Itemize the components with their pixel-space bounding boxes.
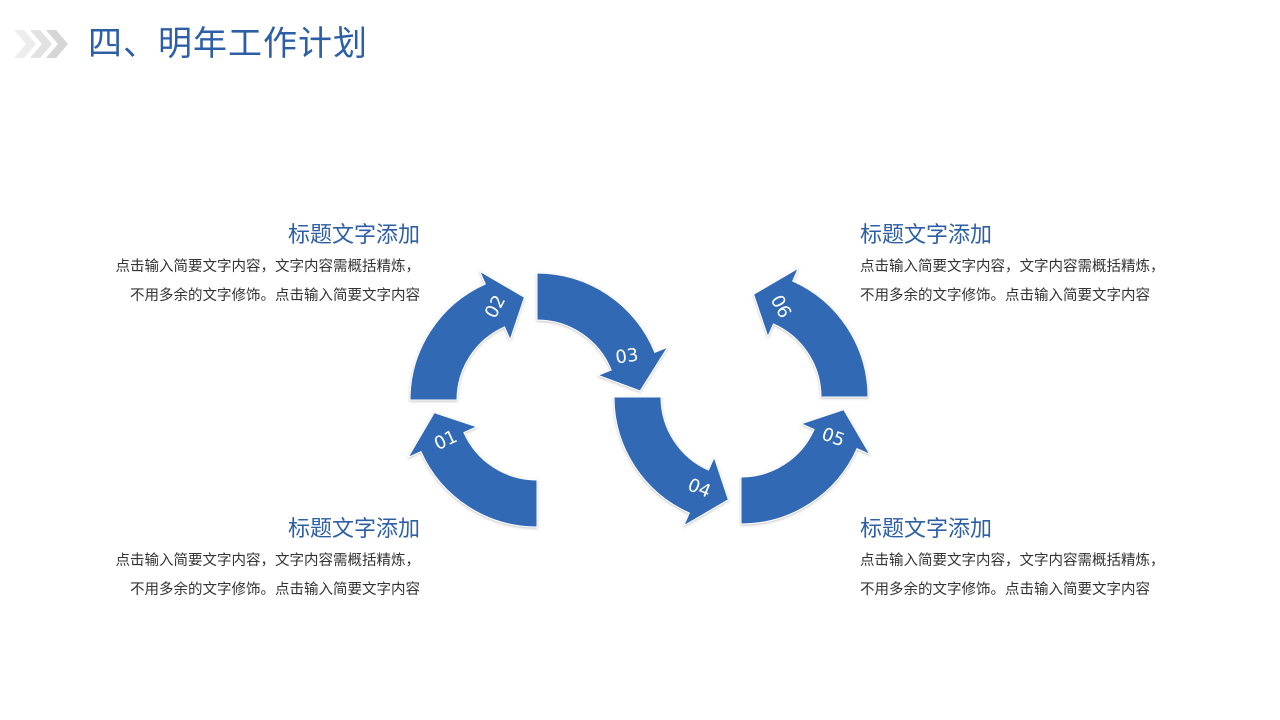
- block-body: 点击输入简要文字内容，文字内容需概括精炼，不用多余的文字修饰。点击输入简要文字内…: [115, 259, 421, 304]
- text-block-top-right: 标题文字添加 点击输入简要文字内容，文字内容需概括精炼，不用多余的文字修饰。点击…: [860, 221, 1166, 310]
- curved-arrow-5: [740, 408, 872, 525]
- chevrons-icon: [14, 30, 68, 58]
- text-block-top-left: 标题文字添加 点击输入简要文字内容，文字内容需概括精炼，不用多余的文字修饰。点击…: [114, 221, 421, 310]
- block-body: 点击输入简要文字内容，文字内容需概括精炼，不用多余的文字修饰。点击输入简要文字内…: [115, 553, 421, 598]
- text-block-bottom-right: 标题文字添加 点击输入简要文字内容，文字内容需概括精炼，不用多余的文字修饰。点击…: [860, 515, 1166, 604]
- title-marker: [14, 22, 70, 66]
- block-title: 标题文字添加: [287, 223, 420, 248]
- block-title: 标题文字添加: [860, 517, 993, 542]
- block-body: 点击输入简要文字内容，文字内容需概括精炼，不用多余的文字修饰。点击输入简要文字内…: [860, 553, 1165, 598]
- curved-arrow-3: [536, 272, 669, 392]
- curved-arrow-1: [406, 411, 538, 528]
- block-title: 标题文字添加: [287, 517, 420, 542]
- curved-arrow-2: [409, 269, 526, 401]
- curved-arrow-6: [752, 266, 869, 398]
- step-number-label: 03: [614, 345, 640, 369]
- block-title: 标题文字添加: [860, 223, 993, 248]
- block-body: 点击输入简要文字内容，文字内容需概括精炼，不用多余的文字修饰。点击输入简要文字内…: [860, 259, 1165, 304]
- curved-arrow-4: [613, 396, 730, 528]
- text-block-bottom-left: 标题文字添加 点击输入简要文字内容，文字内容需概括精炼，不用多余的文字修饰。点击…: [114, 515, 421, 604]
- page-title: 四、明年工作计划: [88, 24, 368, 64]
